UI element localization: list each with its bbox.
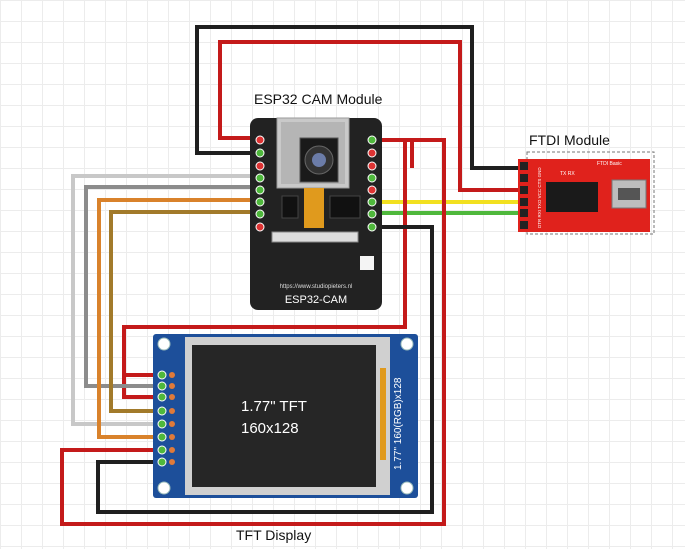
mount-hole-tl bbox=[157, 337, 171, 351]
wire-grey-sda bbox=[84, 185, 258, 388]
tft-screen bbox=[192, 345, 376, 487]
esp32-module-title: ESP32 CAM Module bbox=[254, 91, 383, 107]
wire-red-vcc-ftdi bbox=[218, 40, 524, 192]
wire-red-tft-vcc bbox=[122, 140, 407, 399]
usb-connector bbox=[611, 179, 647, 209]
esp32-url: https://www.studiopieters.nl bbox=[280, 284, 353, 290]
mount-hole-br bbox=[400, 481, 414, 495]
tft-screen-line1: 1.77" TFT bbox=[241, 398, 307, 415]
ftdi-pin-labels: DTR RXI TXO VCC CTS GND bbox=[537, 167, 542, 228]
esp32-board-text: ESP32-CAM bbox=[285, 294, 347, 306]
tft-header bbox=[157, 370, 175, 467]
tft-display-module: 1.77" TFT 160x128 1.77" 160(RGB)x128 bbox=[153, 334, 418, 498]
ftdi-board-text: FTDI Basic bbox=[597, 161, 622, 167]
flash-led bbox=[360, 256, 374, 270]
camera-connector bbox=[271, 231, 359, 243]
ftdi-header bbox=[520, 162, 528, 229]
tft-side-text: 1.77" 160(RGB)x128 bbox=[393, 377, 404, 470]
ftdi-led-text: TX RX bbox=[560, 171, 575, 177]
ftdi-module-title: FTDI Module bbox=[529, 132, 610, 148]
wire-brown-dc bbox=[109, 210, 258, 413]
tft-screen-line2: 160x128 bbox=[241, 420, 299, 437]
tft-display-title: TFT Display bbox=[236, 527, 311, 543]
wire-white-sck bbox=[71, 174, 258, 426]
ftdi-module: FTDI Basic TX RX DTR RXI TXO VCC CTS GND bbox=[518, 151, 655, 235]
wire-red-esp-3v3 bbox=[60, 138, 446, 526]
wire-black-gnd-ftdi bbox=[195, 25, 524, 170]
wire-black-gnd-tft bbox=[96, 225, 434, 514]
esp32-chip bbox=[281, 195, 299, 219]
camera-lens-icon bbox=[312, 153, 326, 167]
esp32-left-header bbox=[255, 135, 265, 232]
camera-flex-cable bbox=[304, 188, 324, 228]
ftdi-chip bbox=[546, 182, 598, 212]
psram-chip bbox=[329, 195, 361, 219]
esp32-right-header bbox=[367, 135, 377, 232]
usb-port-icon bbox=[618, 188, 640, 200]
wire-orange-cs bbox=[97, 198, 258, 439]
tft-flex-strip bbox=[380, 368, 386, 460]
esp32-cam-board: https://www.studiopieters.nl ESP32-CAM bbox=[250, 117, 382, 310]
mount-hole-tr bbox=[400, 337, 414, 351]
mount-hole-bl bbox=[157, 481, 171, 495]
